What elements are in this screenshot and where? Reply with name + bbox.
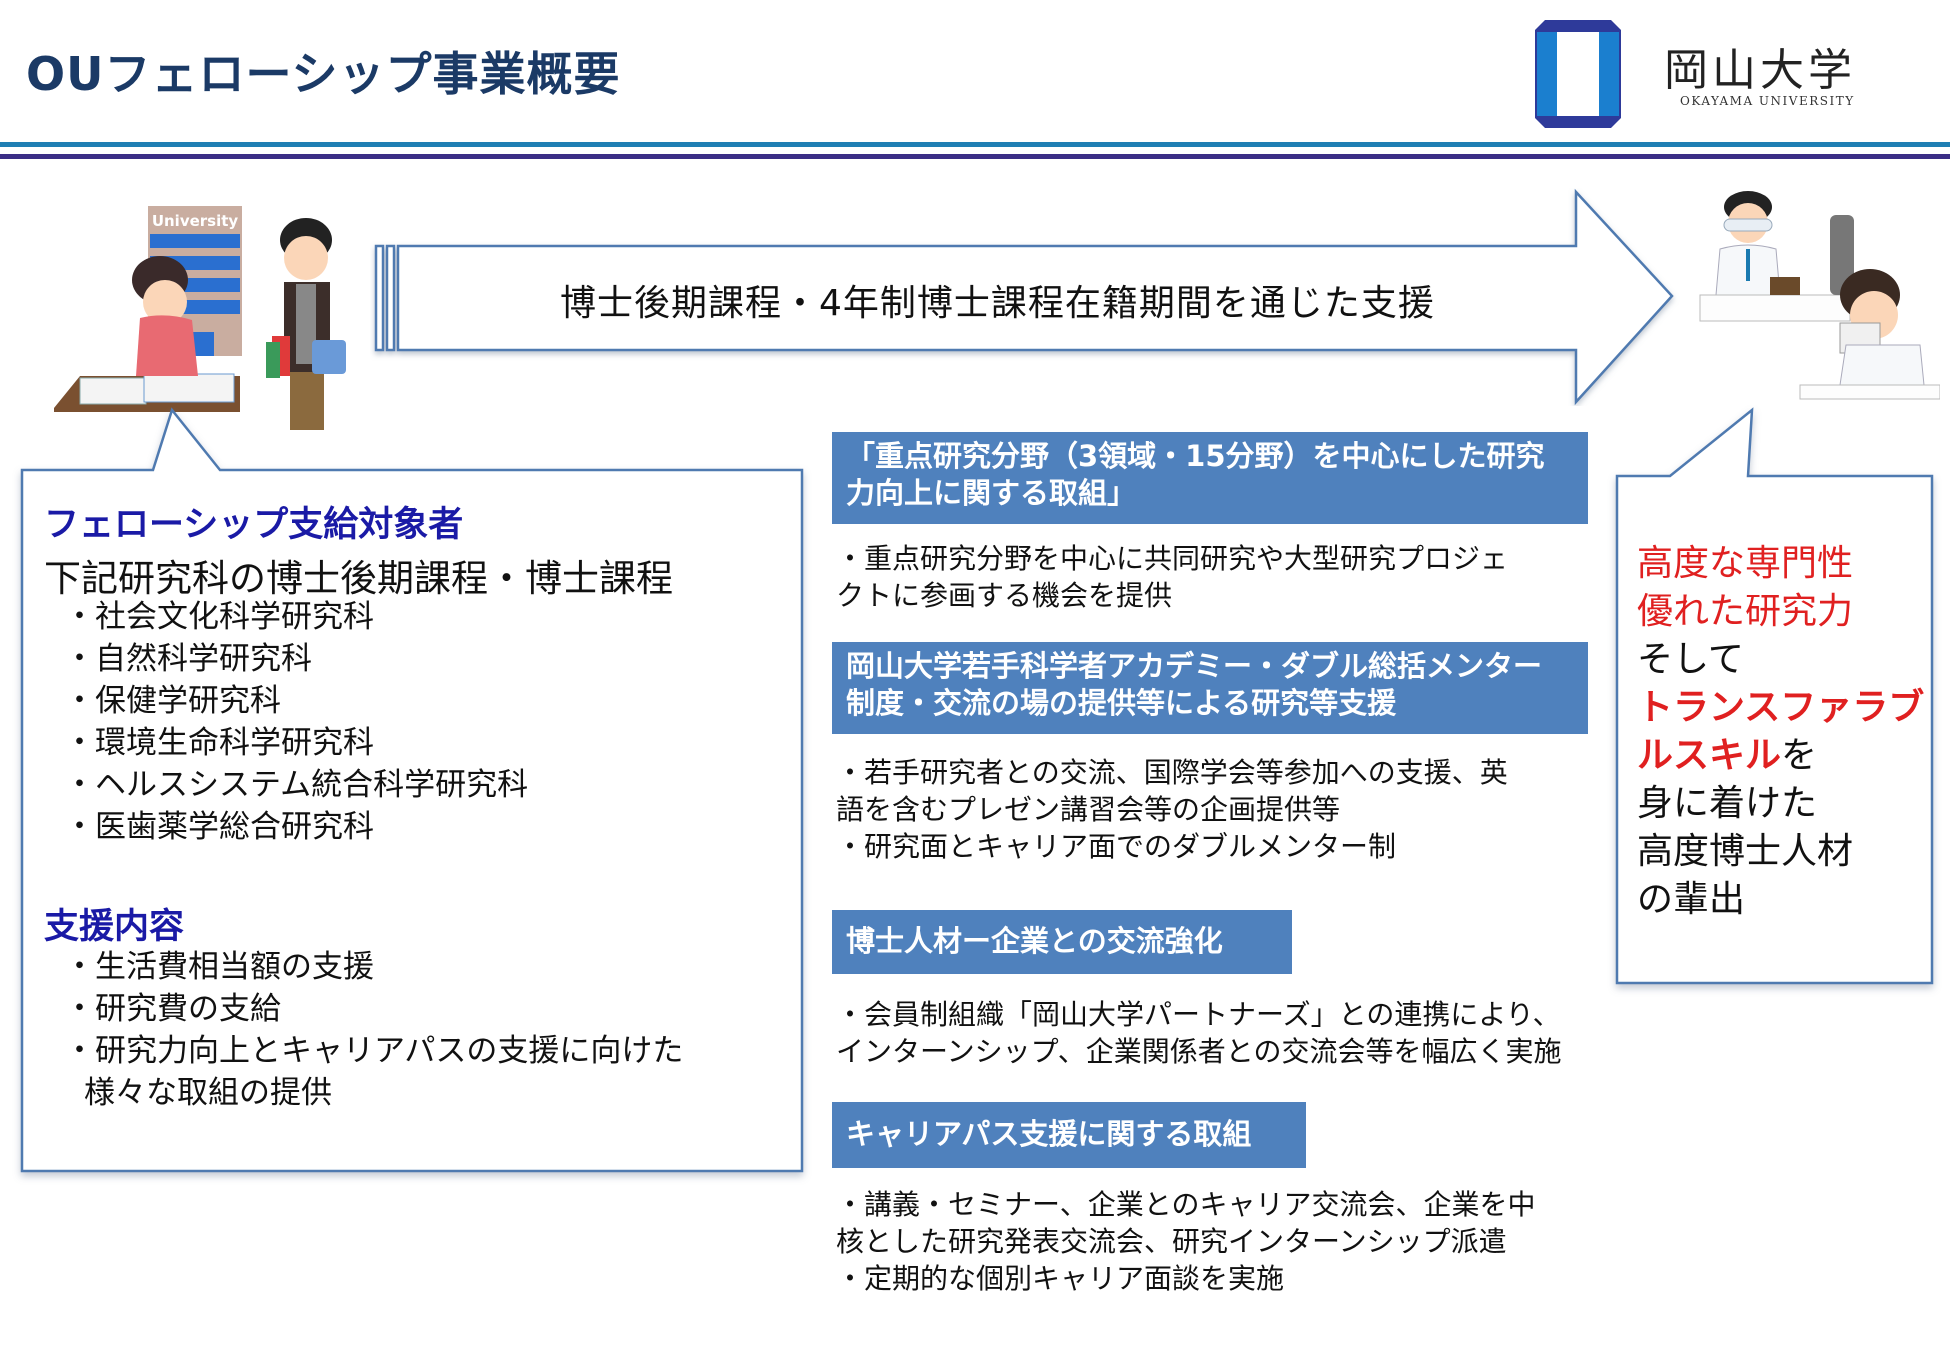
arrow-label: 博士後期課程・4年制博士課程在籍期間を通じた支援 xyxy=(560,283,1435,324)
desc-line: ・講義・セミナー、企業とのキャリア交流会、企業を中 xyxy=(836,1188,1536,1221)
list-item: ・研究力向上とキャリアパスの支援に向けた xyxy=(64,1033,684,1069)
list-item: ・保健学研究科 xyxy=(64,683,281,719)
outcome-line-transferable-1: トランスファラブ xyxy=(1637,687,1925,728)
initiative-bar-priority-research: 「重点研究分野（3領域・15分野）を中心にした研究 力向上に関する取組」 xyxy=(832,432,1588,524)
desc-line: ・若手研究者との交流、国際学会等参加への支援、英 xyxy=(836,756,1508,789)
initiative-desc-young-scientists-academy: ・若手研究者との交流、国際学会等参加への支援、英 語を含むプレゼン講習会等の企画… xyxy=(836,754,1508,865)
desc-line: 核とした研究発表交流会、研究インターンシップ派遣 xyxy=(836,1225,1507,1258)
desc-line: ・研究面とキャリア面でのダブルメンター制 xyxy=(836,830,1397,863)
university-logo-mark-icon xyxy=(1535,20,1621,128)
support-period-arrow xyxy=(374,188,1674,406)
outcome-line-acquired: 身に着けた xyxy=(1637,783,1818,824)
support-content-heading: 支援内容 xyxy=(44,907,185,947)
page-title: OUフェローシップ事業概要 xyxy=(26,47,621,101)
list-item: ・研究費の支給 xyxy=(64,991,281,1027)
target-recipients-heading: フェローシップ支給対象者 xyxy=(44,505,464,545)
initiative-bar-industry-exchange: 博士人材ー企業との交流強化 xyxy=(832,910,1292,974)
desc-line: ・定期的な個別キャリア面談を実施 xyxy=(836,1262,1285,1295)
outcome-line-produce: の輩出 xyxy=(1637,879,1746,920)
bar-title-line: 力向上に関する取組」 xyxy=(846,476,1137,510)
header-rule-top xyxy=(0,142,1950,147)
desc-line: ・重点研究分野を中心に共同研究や大型研究プロジェ xyxy=(836,542,1509,575)
support-content-list: ・生活費相当額の支援 ・研究費の支給 ・研究力向上とキャリアパスの支援に向けた … xyxy=(64,946,683,1114)
bar-title-line: 「重点研究分野（3領域・15分野）を中心にした研究 xyxy=(846,439,1545,473)
svg-text:University: University xyxy=(152,212,239,230)
initiative-bar-career-path: キャリアパス支援に関する取組 xyxy=(832,1102,1306,1168)
desc-line: 語を含むプレゼン講習会等の企画提供等 xyxy=(836,793,1341,826)
outcome-skill-text: ルスキル xyxy=(1637,735,1782,776)
outcome-line-and: そして xyxy=(1637,639,1744,680)
list-item: ・自然科学研究科 xyxy=(64,641,312,677)
students-university-illustration-icon: University xyxy=(54,206,346,430)
bar-title-line: 制度・交流の場の提供等による研究等支援 xyxy=(846,686,1397,720)
logo-name-jp: 岡山大学 xyxy=(1664,45,1856,96)
outcome-line-research-ability: 優れた研究力 xyxy=(1637,591,1854,632)
researchers-lab-illustration-icon xyxy=(1699,191,1940,400)
desc-line: ・会員制組織「岡山大学パートナーズ」との連携により、 xyxy=(836,998,1561,1031)
list-item-continuation: 様々な取組の提供 xyxy=(84,1075,332,1111)
initiative-desc-industry-exchange: ・会員制組織「岡山大学パートナーズ」との連携により、 インターンシップ、企業関係… xyxy=(836,996,1561,1070)
desc-line: クトに参画する機会を提供 xyxy=(836,579,1173,612)
list-item: ・社会文化科学研究科 xyxy=(64,599,374,635)
outcome-line-doctoral-talent: 高度博士人材 xyxy=(1637,831,1854,872)
list-item: ・医歯薬学総合研究科 xyxy=(64,809,374,845)
logo-name-en: OKAYAMA UNIVERSITY xyxy=(1680,94,1855,108)
outcome-statement: 高度な専門性 優れた研究力 そして トランスファラブ ルスキルを 身に着けた 高… xyxy=(1637,540,1924,924)
initiative-desc-priority-research: ・重点研究分野を中心に共同研究や大型研究プロジェ クトに参画する機会を提供 xyxy=(836,540,1508,614)
outcome-line-expertise: 高度な専門性 xyxy=(1637,543,1854,584)
target-recipients-subheading: 下記研究科の博士後期課程・博士課程 xyxy=(44,557,673,600)
outcome-line-transferable-2: ルスキルを xyxy=(1637,732,1924,780)
outcome-particle: を xyxy=(1781,735,1818,776)
desc-line: インターンシップ、企業関係者との交流会等を幅広く実施 xyxy=(836,1035,1562,1068)
graduate-school-list: ・社会文化科学研究科 ・自然科学研究科 ・保健学研究科 ・環境生命科学研究科 ・… xyxy=(64,596,528,848)
list-item: ・ヘルスシステム統合科学研究科 xyxy=(64,767,529,803)
initiative-bar-young-scientists-academy: 岡山大学若手科学者アカデミー・ダブル総括メンター 制度・交流の場の提供等による研… xyxy=(832,642,1588,734)
header-rule-bottom xyxy=(0,154,1950,159)
initiative-desc-career-path: ・講義・セミナー、企業とのキャリア交流会、企業を中 核とした研究発表交流会、研究… xyxy=(836,1186,1535,1297)
bar-title-line: 岡山大学若手科学者アカデミー・ダブル総括メンター xyxy=(846,649,1543,683)
list-item: ・環境生命科学研究科 xyxy=(64,725,374,761)
bar-title-line: 博士人材ー企業との交流強化 xyxy=(846,924,1223,958)
list-item: ・生活費相当額の支援 xyxy=(64,949,374,985)
bar-title-line: キャリアパス支援に関する取組 xyxy=(846,1117,1252,1151)
